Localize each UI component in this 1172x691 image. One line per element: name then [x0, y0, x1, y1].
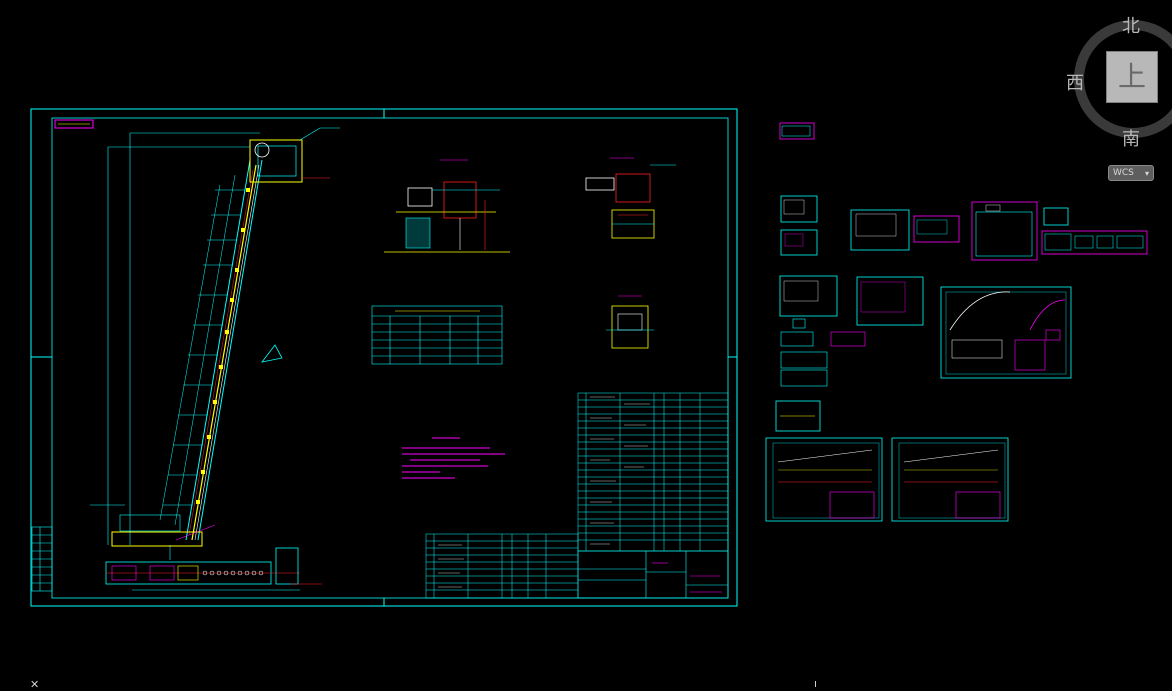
parameter-table — [371, 305, 503, 365]
compass-west-label[interactable]: 西 — [1066, 73, 1084, 94]
title-block — [577, 550, 729, 599]
technical-notes — [402, 437, 505, 479]
thumbnail-sheets[interactable] — [765, 122, 1148, 522]
elevator-structure — [90, 127, 340, 591]
viewcube-icon[interactable]: 北 南 西 上 — [1066, 10, 1172, 150]
sheet-thumbnail — [779, 122, 815, 140]
ucs-icon: ✕ — [30, 678, 40, 691]
wcs-menu-button[interactable]: WCS ▾ — [1108, 165, 1154, 181]
viewcube-top-face[interactable]: 上 — [1106, 51, 1158, 103]
chevron-down-icon: ▾ — [1144, 169, 1149, 178]
compass-north-label[interactable]: 北 — [1122, 16, 1140, 37]
parts-list-table — [425, 392, 729, 599]
crosshair-cursor — [815, 681, 816, 687]
wcs-label: WCS — [1113, 168, 1134, 178]
revision-table — [31, 526, 53, 592]
drive-detail-view — [384, 157, 676, 349]
viewcube-compass-ring[interactable] — [1074, 20, 1172, 138]
compass-south-label[interactable]: 南 — [1122, 129, 1140, 150]
main-drawing-sheet[interactable] — [30, 108, 738, 607]
